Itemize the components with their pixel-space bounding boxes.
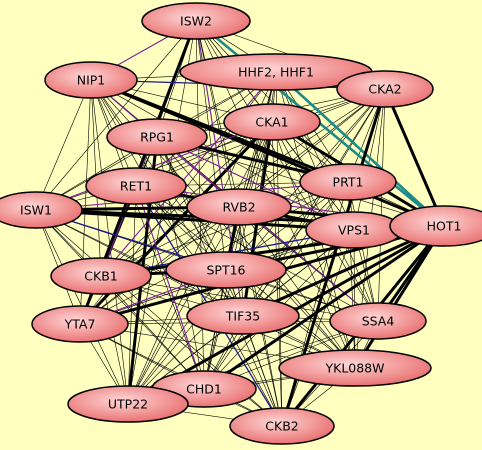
node-ellipse: [299, 163, 397, 201]
node-label: HOT1: [427, 219, 462, 234]
node-yta7[interactable]: YTA7: [31, 305, 129, 343]
node-label: SSA4: [362, 314, 395, 329]
node-label: RET1: [120, 179, 152, 194]
node-vps1[interactable]: VPS1: [305, 211, 403, 249]
edge-cka2-chd1: [203, 88, 386, 390]
node-ellipse: [186, 188, 292, 226]
node-isw1[interactable]: ISW1: [0, 191, 83, 229]
node-label: PRT1: [333, 175, 364, 190]
node-label: TIF35: [225, 309, 260, 324]
node-rpg1[interactable]: RPG1: [106, 118, 208, 156]
node-label: ISW2: [180, 14, 212, 29]
node-ellipse: [165, 251, 287, 289]
node-label: SPT16: [206, 263, 245, 278]
edge-nip1-utp22: [90, 79, 129, 405]
node-label: YKL088W: [324, 361, 384, 376]
node-cka1[interactable]: CKA1: [223, 103, 321, 141]
node-ellipse: [336, 70, 434, 108]
edge-hot1-chd1: [202, 224, 446, 391]
edge-rpg1-ssa4: [156, 136, 379, 322]
edge-vps1-ckb2: [281, 229, 355, 427]
node-isw2[interactable]: ISW2: [141, 2, 251, 40]
node-tif35[interactable]: TIF35: [186, 297, 300, 335]
edge-isw1-ykl088w: [35, 209, 356, 369]
node-ssa4[interactable]: SSA4: [329, 302, 427, 340]
edge-prt1-ssa4: [347, 181, 379, 322]
node-label: NIP1: [77, 73, 106, 88]
edge-hot1-ykl088w: [353, 224, 446, 370]
node-utp22[interactable]: UTP22: [67, 385, 189, 423]
edge-cka2-hot1: [383, 87, 446, 228]
edge-vps1-ykl088w: [353, 229, 356, 369]
node-hhf[interactable]: HHF2, HHF1: [179, 53, 373, 91]
node-label: RVB2: [222, 200, 255, 215]
node-ellipse: [141, 2, 251, 40]
node-label: CKB1: [84, 269, 117, 284]
edge-rvb2-ykl088w: [238, 206, 356, 369]
node-nip1[interactable]: NIP1: [44, 61, 138, 99]
node-label: HHF2, HHF1: [238, 65, 314, 80]
node-label: UTP22: [108, 397, 148, 412]
node-ellipse: [186, 297, 300, 335]
node-cka2[interactable]: CKA2: [336, 70, 434, 108]
edge-isw2-rvb2: [195, 20, 240, 208]
node-ellipse: [44, 61, 138, 99]
node-ellipse: [223, 103, 321, 141]
node-label: CKB2: [265, 419, 298, 434]
node-label: CKA1: [255, 115, 288, 130]
node-ellipse: [229, 407, 335, 445]
node-ckb1[interactable]: CKB1: [50, 257, 152, 295]
node-rvb2[interactable]: RVB2: [186, 188, 292, 226]
edge-spt16-utp22: [127, 269, 227, 405]
edge-ret1-chd1: [135, 185, 205, 390]
node-ellipse: [106, 118, 208, 156]
node-label: CKA2: [368, 82, 401, 97]
node-ellipse: [67, 385, 189, 423]
edge-nip1-vps1: [90, 79, 355, 231]
node-label: YTA7: [64, 317, 96, 332]
node-ellipse: [389, 205, 482, 247]
edge-hhf-hot1: [274, 70, 446, 228]
edge-cka2-ssa4: [377, 88, 386, 322]
node-label: CHD1: [186, 382, 222, 397]
node-spt16[interactable]: SPT16: [165, 251, 287, 289]
edge-isw2-utp22: [127, 20, 197, 405]
node-label: ISW1: [20, 203, 52, 218]
node-ellipse: [31, 305, 129, 343]
node-ckb2[interactable]: CKB2: [229, 407, 335, 445]
node-prt1[interactable]: PRT1: [299, 163, 397, 201]
edge-isw1-chd1: [35, 209, 205, 390]
node-ellipse: [50, 257, 152, 295]
edge-nip1-isw1: [35, 79, 92, 211]
node-label: RPG1: [140, 130, 174, 145]
node-ellipse: [85, 167, 187, 205]
node-ellipse: [278, 349, 432, 387]
node-ykl088w[interactable]: YKL088W: [278, 349, 432, 387]
node-ellipse: [329, 302, 427, 340]
node-hot1[interactable]: HOT1: [389, 205, 482, 247]
edge-ret1-utp22: [127, 185, 137, 405]
node-ellipse: [0, 191, 83, 229]
edge-rvb2-utp22: [127, 206, 240, 405]
edge-cka2-vps1: [353, 88, 386, 231]
node-ret1[interactable]: RET1: [85, 167, 187, 205]
node-label: VPS1: [338, 223, 370, 238]
